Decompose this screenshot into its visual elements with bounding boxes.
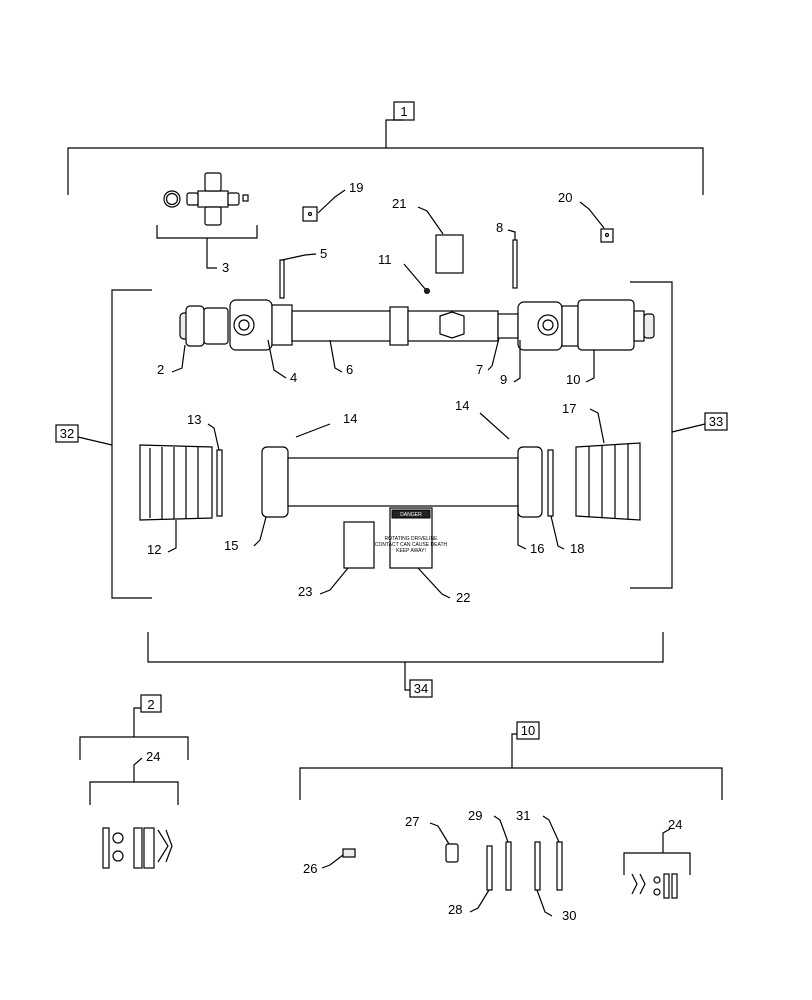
callout-23: 23	[298, 584, 312, 599]
callout-30: 30	[562, 908, 576, 923]
callout-27: 27	[405, 814, 419, 829]
decal-20: 20	[558, 190, 614, 243]
callout-29: 29	[468, 808, 482, 823]
callout-24-left: 24	[146, 749, 160, 764]
callout-box-34: 34	[414, 681, 428, 696]
callout-13: 13	[187, 412, 201, 427]
strip-5: 5	[279, 246, 327, 299]
callout-20: 20	[558, 190, 572, 205]
callout-26: 26	[303, 861, 317, 876]
callout-21: 21	[392, 196, 406, 211]
callout-17: 17	[562, 401, 576, 416]
callout-8: 8	[496, 220, 503, 235]
danger-decal-line-3: KEEP AWAY!	[396, 548, 426, 554]
callout-box-1: 1	[400, 104, 407, 119]
callout-7: 7	[476, 362, 483, 377]
assembly-bracket-1: 1	[67, 101, 704, 195]
callout-16: 16	[530, 541, 544, 556]
callout-4: 4	[290, 370, 297, 385]
strip-8: 8	[496, 220, 518, 289]
callout-12: 12	[147, 542, 161, 557]
callout-11: 11	[378, 252, 392, 267]
callout-10: 10	[566, 372, 580, 387]
callout-19: 19	[349, 180, 363, 195]
decal-21: 21	[392, 196, 464, 274]
danger-decal-line-1: ROTATING DRIVELINE	[385, 536, 439, 542]
callout-box-33: 33	[709, 414, 723, 429]
callout-14-left: 14	[343, 411, 357, 426]
guard-section: 12 13 14 15 16 14 18 17 23	[139, 398, 641, 605]
callout-box-2: 2	[147, 697, 154, 712]
danger-decal-title: DANGER	[400, 512, 422, 518]
callout-box-32: 32	[60, 426, 74, 441]
callout-2: 2	[157, 362, 164, 377]
callout-31: 31	[516, 808, 530, 823]
callout-5: 5	[320, 246, 327, 261]
callout-24-right: 24	[668, 817, 682, 832]
callout-box-10: 10	[521, 723, 535, 738]
danger-decal-line-2: CONTACT CAN CAUSE DEATH	[375, 542, 448, 548]
danger-decal-22: DANGER ROTATING DRIVELINE CONTACT CAN CA…	[375, 507, 448, 569]
callout-14-right: 14	[455, 398, 469, 413]
driveshaft-assembly: 2 4 6 7 9 10	[157, 299, 655, 387]
decal-19: 19	[302, 180, 363, 222]
kit-2: 2 24	[79, 694, 189, 869]
callout-28: 28	[448, 902, 462, 917]
cross-bearing-kit: 3	[156, 172, 258, 275]
callout-9: 9	[500, 372, 507, 387]
screw-11: 11	[378, 252, 430, 294]
clutch-kit-10: 10 26 27 28 29 30 31 24	[299, 721, 723, 923]
callout-18: 18	[570, 541, 584, 556]
callout-3: 3	[222, 260, 229, 275]
callout-22: 22	[456, 590, 470, 605]
guard-bracket-group: 32 33 34	[55, 281, 728, 698]
callout-6: 6	[346, 362, 353, 377]
callout-15: 15	[224, 538, 238, 553]
